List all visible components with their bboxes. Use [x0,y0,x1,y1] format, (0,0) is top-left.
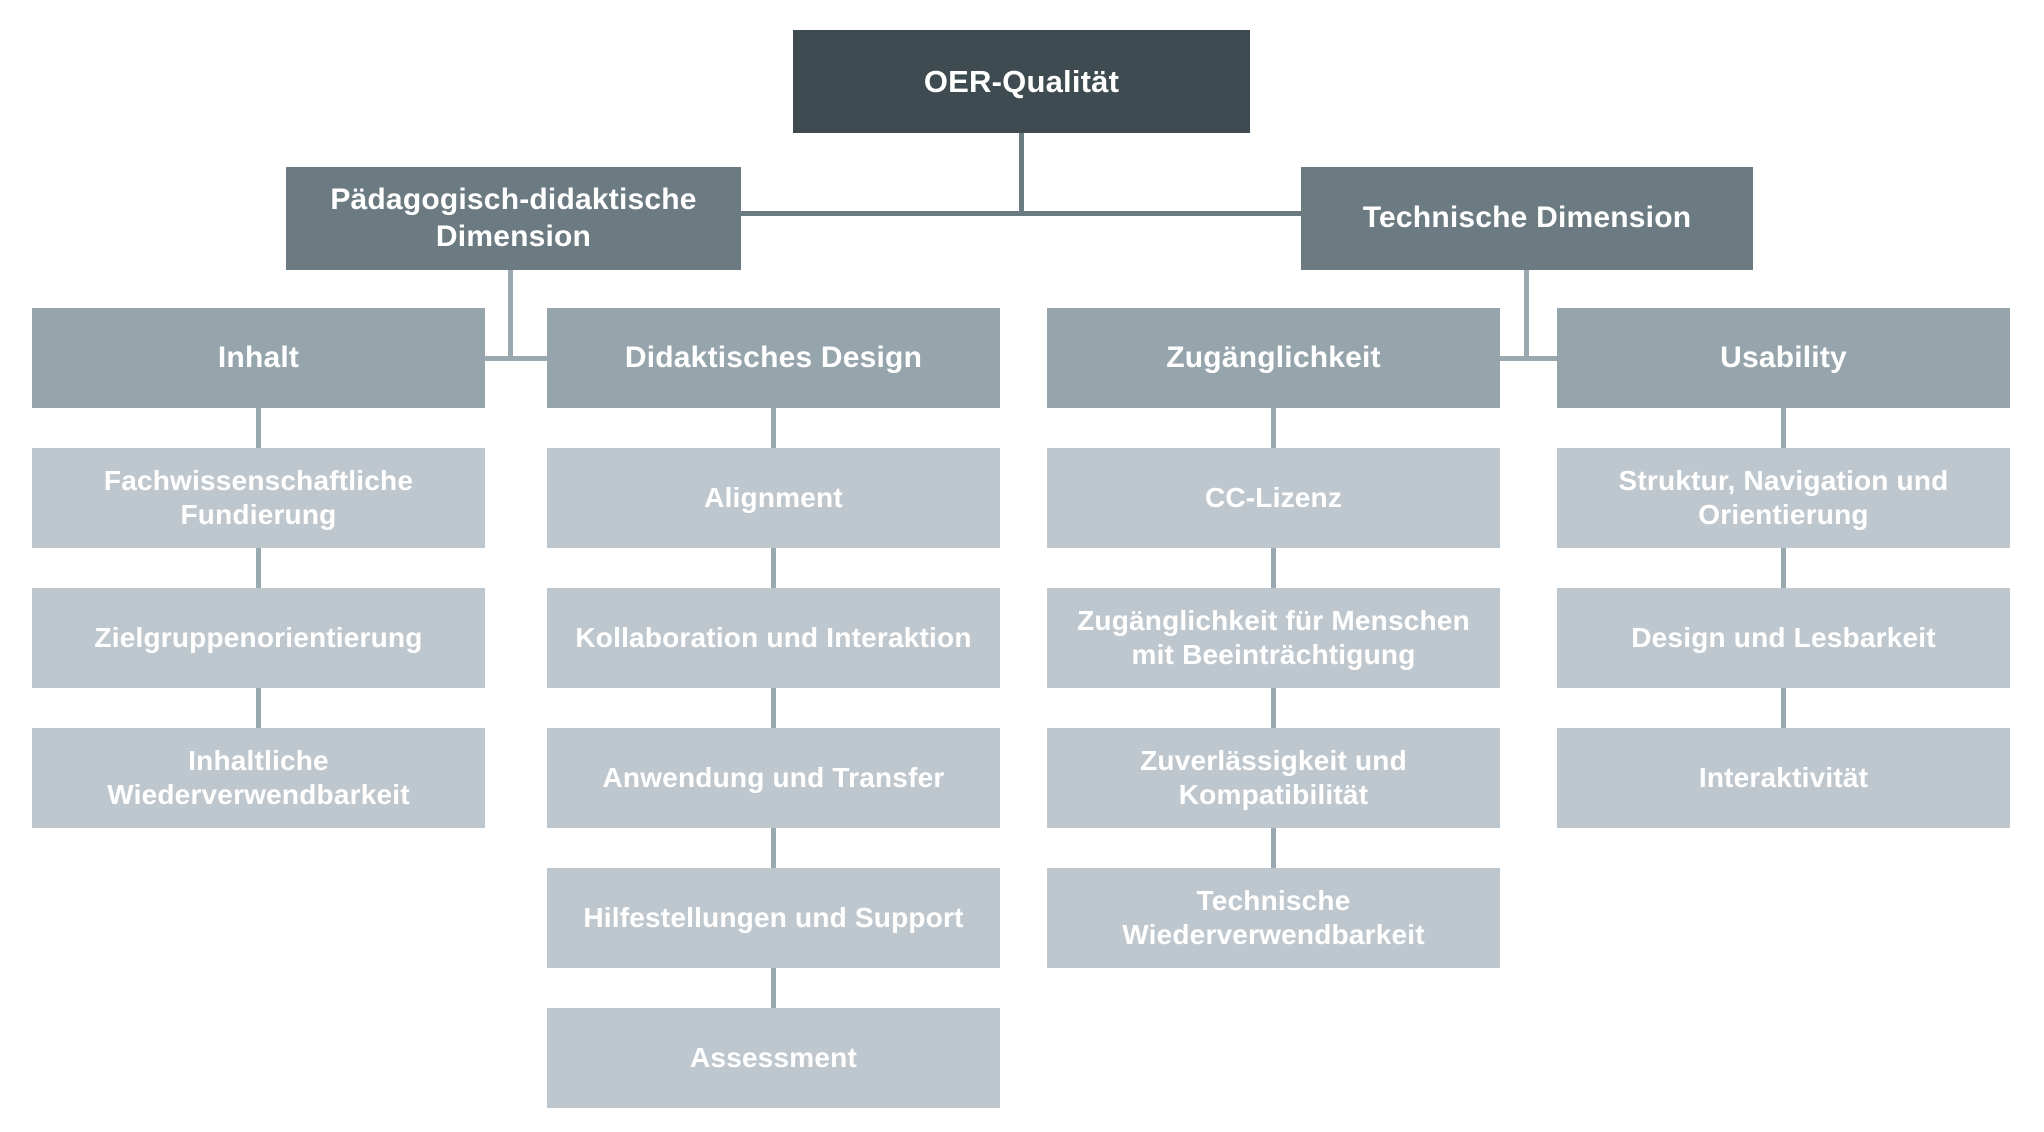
node-criterion-inhaltliche-wiederverwendbarkeit[interactable]: Inhaltliche Wiederverwendbarkeit [32,728,485,828]
connector-col3-spine [1271,408,1276,448]
node-criterion-design-und-lesbarkeit[interactable]: Design und Lesbarkeit [1557,588,2010,688]
connector-col3-spine-3 [1271,688,1276,728]
node-criterion-zuverlaessigkeit-und-kompatibilitaet[interactable]: Zuverlässigkeit und Kompatibilität [1047,728,1500,828]
connector-col1-spine-3 [256,688,261,728]
connector-technical-bar [1498,356,1588,361]
node-category-didaktisches-design[interactable]: Didaktisches Design [547,308,1000,408]
connector-pedagogic-stem [508,270,513,358]
node-criterion-anwendung-und-transfer[interactable]: Anwendung und Transfer [547,728,1000,828]
connector-col2-spine-5 [771,968,776,1008]
connector-col1-spine [256,408,261,448]
node-criterion-fachwissenschaftliche-fundierung[interactable]: Fachwissenschaftliche Fundierung [32,448,485,548]
connector-col2-spine-4 [771,828,776,868]
node-criterion-interaktivitaet[interactable]: Interaktivität [1557,728,2010,828]
connector-col1-spine-2 [256,548,261,588]
node-criterion-cc-lizenz[interactable]: CC-Lizenz [1047,448,1500,548]
node-criterion-technische-wiederverwendbarkeit[interactable]: Technische Wiederverwendbarkeit [1047,868,1500,968]
node-criterion-kollaboration-und-interaktion[interactable]: Kollaboration und Interaktion [547,588,1000,688]
node-dimension-paedagogisch-didaktisch[interactable]: Pädagogisch-didaktische Dimension [286,167,741,270]
connector-col4-spine-2 [1781,548,1786,588]
connector-col3-spine-4 [1271,828,1276,868]
node-criterion-zielgruppenorientierung[interactable]: Zielgruppenorientierung [32,588,485,688]
node-criterion-zugaenglichkeit-fuer-menschen-mit-beeintraechtigung[interactable]: Zugänglichkeit für Menschen mit Beeinträ… [1047,588,1500,688]
node-category-inhalt[interactable]: Inhalt [32,308,485,408]
node-criterion-assessment[interactable]: Assessment [547,1008,1000,1108]
node-dimension-technisch[interactable]: Technische Dimension [1301,167,1753,270]
node-criterion-alignment[interactable]: Alignment [547,448,1000,548]
connector-col3-spine-2 [1271,548,1276,588]
connector-col2-spine [771,408,776,448]
connector-pedagogic-left-drop [483,356,488,360]
connector-col2-spine-2 [771,548,776,588]
node-root-oer-qualitaet[interactable]: OER-Qualität [793,30,1250,133]
connector-col4-spine-3 [1781,688,1786,728]
node-criterion-struktur-navigation-und-orientierung[interactable]: Struktur, Navigation und Orientierung [1557,448,2010,548]
connector-pedagogic-bar [483,356,573,361]
connector-col4-spine [1781,408,1786,448]
node-category-usability[interactable]: Usability [1557,308,2010,408]
connector-root-stem [1019,133,1024,216]
connector-col2-spine-3 [771,688,776,728]
connector-technical-stem [1524,270,1529,358]
connector-dimensions-bar [740,211,1302,216]
node-criterion-hilfestellungen-und-support[interactable]: Hilfestellungen und Support [547,868,1000,968]
node-category-zugaenglichkeit[interactable]: Zugänglichkeit [1047,308,1500,408]
